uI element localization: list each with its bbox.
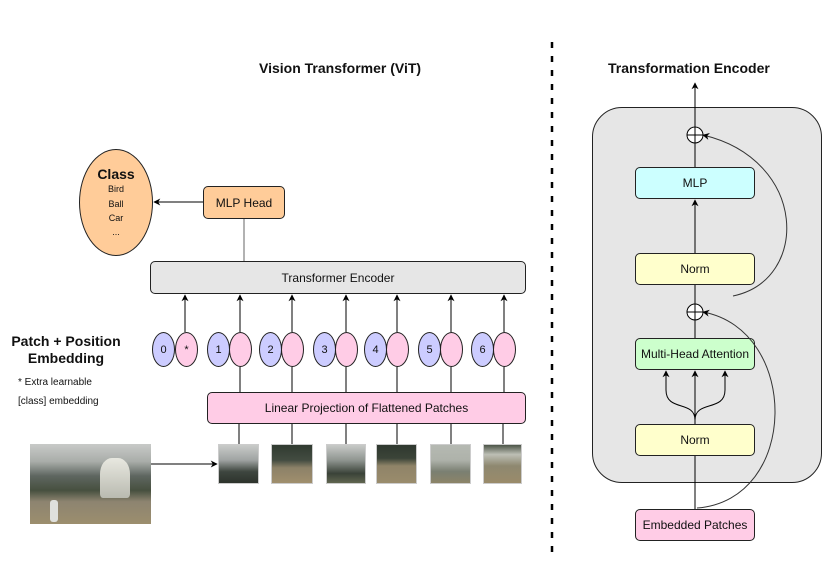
- mlp-head-box: MLP Head: [203, 186, 285, 219]
- residual-bottom: [696, 309, 776, 509]
- patch-token-6: [493, 332, 516, 367]
- embedding-note-1: * Extra learnable: [18, 377, 92, 388]
- transformer-encoder-box: Transformer Encoder: [150, 261, 526, 294]
- embedded-patches-box: Embedded Patches: [635, 509, 755, 541]
- residual-top: [702, 133, 788, 297]
- city-shape: [100, 458, 130, 498]
- embedding-label: Patch + Position Embedding: [11, 333, 121, 366]
- class-title: Class: [97, 166, 135, 182]
- norm-top-box: Norm: [635, 253, 755, 285]
- patch-token-1: [229, 332, 252, 367]
- image-patch-4: [376, 444, 417, 484]
- arrow-norm-to-mha-right: [694, 370, 729, 421]
- patch-token-4: [386, 332, 409, 367]
- class-item: Car: [108, 213, 124, 223]
- image-patch-3: [326, 444, 366, 484]
- patch-token-3: [335, 332, 358, 367]
- image-patch-2: [271, 444, 313, 484]
- add-node-bottom: [686, 303, 704, 321]
- position-token-0: 0: [152, 332, 175, 367]
- encoder-title: Transformation Encoder: [608, 60, 770, 76]
- class-item: Bird: [107, 184, 124, 194]
- image-patch-5: [430, 444, 471, 484]
- input-image: [30, 444, 151, 524]
- norm-bottom-box: Norm: [635, 424, 755, 456]
- figure-shape: [50, 500, 58, 522]
- patch-token-5: [440, 332, 463, 367]
- class-item: ...: [112, 227, 120, 237]
- image-patch-6: [483, 444, 522, 484]
- class-output: Class Bird Ball Car ...: [79, 149, 153, 256]
- class-item: Ball: [108, 199, 124, 209]
- mlp-box: MLP: [635, 167, 755, 199]
- arrow-norm-to-mha-left: [662, 370, 696, 421]
- patch-token-2: [281, 332, 304, 367]
- add-node-top: [686, 126, 704, 144]
- image-patch-1: [218, 444, 259, 484]
- vit-title: Vision Transformer (ViT): [259, 60, 422, 76]
- linear-projection-box: Linear Projection of Flattened Patches: [207, 392, 526, 424]
- multi-head-attention-box: Multi-Head Attention: [635, 338, 755, 370]
- class-token: *: [175, 332, 198, 367]
- embedding-note-2: [class] embedding: [18, 396, 99, 407]
